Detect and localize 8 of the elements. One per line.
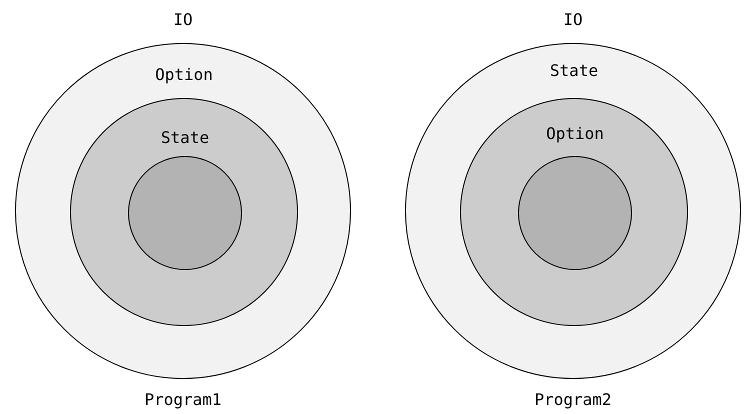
layer-label: State xyxy=(160,128,210,148)
layer-label: Option xyxy=(546,124,604,144)
outer-layer-label: IO xyxy=(173,10,193,30)
program-caption: Program2 xyxy=(534,390,612,410)
layer-label: State xyxy=(550,61,598,81)
outer-layer-label: IO xyxy=(563,10,583,30)
layer-label: Option xyxy=(155,65,213,85)
program-caption: Program1 xyxy=(144,390,222,410)
